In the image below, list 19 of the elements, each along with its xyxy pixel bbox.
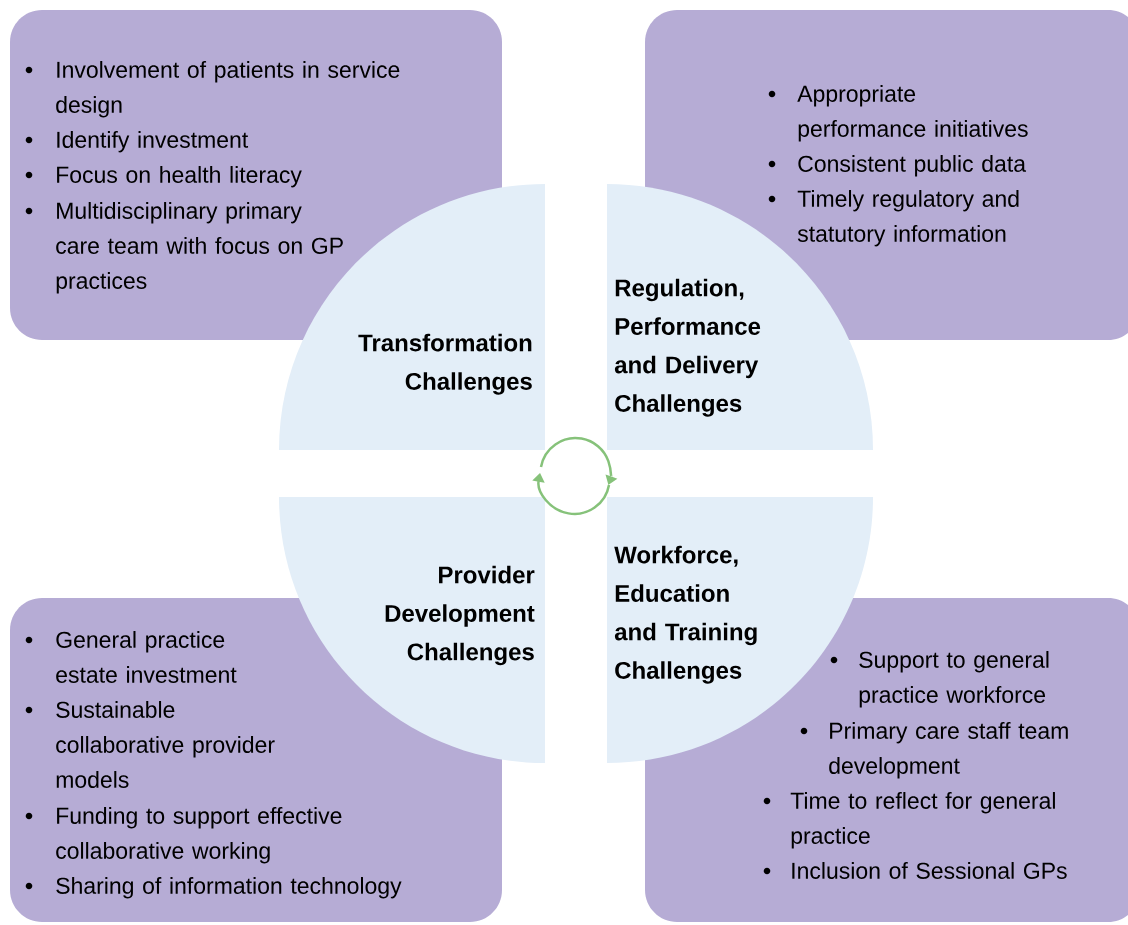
bullet-item: Funding to support effective collaborative working [25,807,342,864]
bullet-item: Sustainable collaborative provider models [25,701,275,788]
bullet-item: Involvement of patients in service design [25,61,400,118]
bullet-item: Multidisciplinary primary care team with focus on GP practices [25,202,343,294]
bullet-item: Focus on health literacy [25,166,302,188]
bullet-item: Inclusion of Sessional GPs [763,862,1067,879]
bullet-item: Consistent public data [768,155,1026,177]
bullet-item: Support to general practice workforce [830,651,1049,708]
bullet-item: Appropriate performance initiatives [768,85,1028,142]
quadrant-title: Transformation Challenges [358,333,532,395]
bullet-item: General practice estate investment [25,631,237,683]
bullet-item: Identify investment [25,131,249,153]
bullet-item: Time to reflect for general practice [763,792,1055,849]
quadrant-title: Workforce, Education and Training Challenges [614,545,757,684]
bullet-item: Sharing of information technology [25,877,402,899]
quadrant-title: Provider Development Challenges [385,565,535,666]
quadrant-title: Regulation, Performance and Delivery Challenges [614,278,761,417]
bullet-item: Timely regulatory and statutory information [768,190,1019,247]
bullet-item: Primary care staff team development [800,722,1068,779]
